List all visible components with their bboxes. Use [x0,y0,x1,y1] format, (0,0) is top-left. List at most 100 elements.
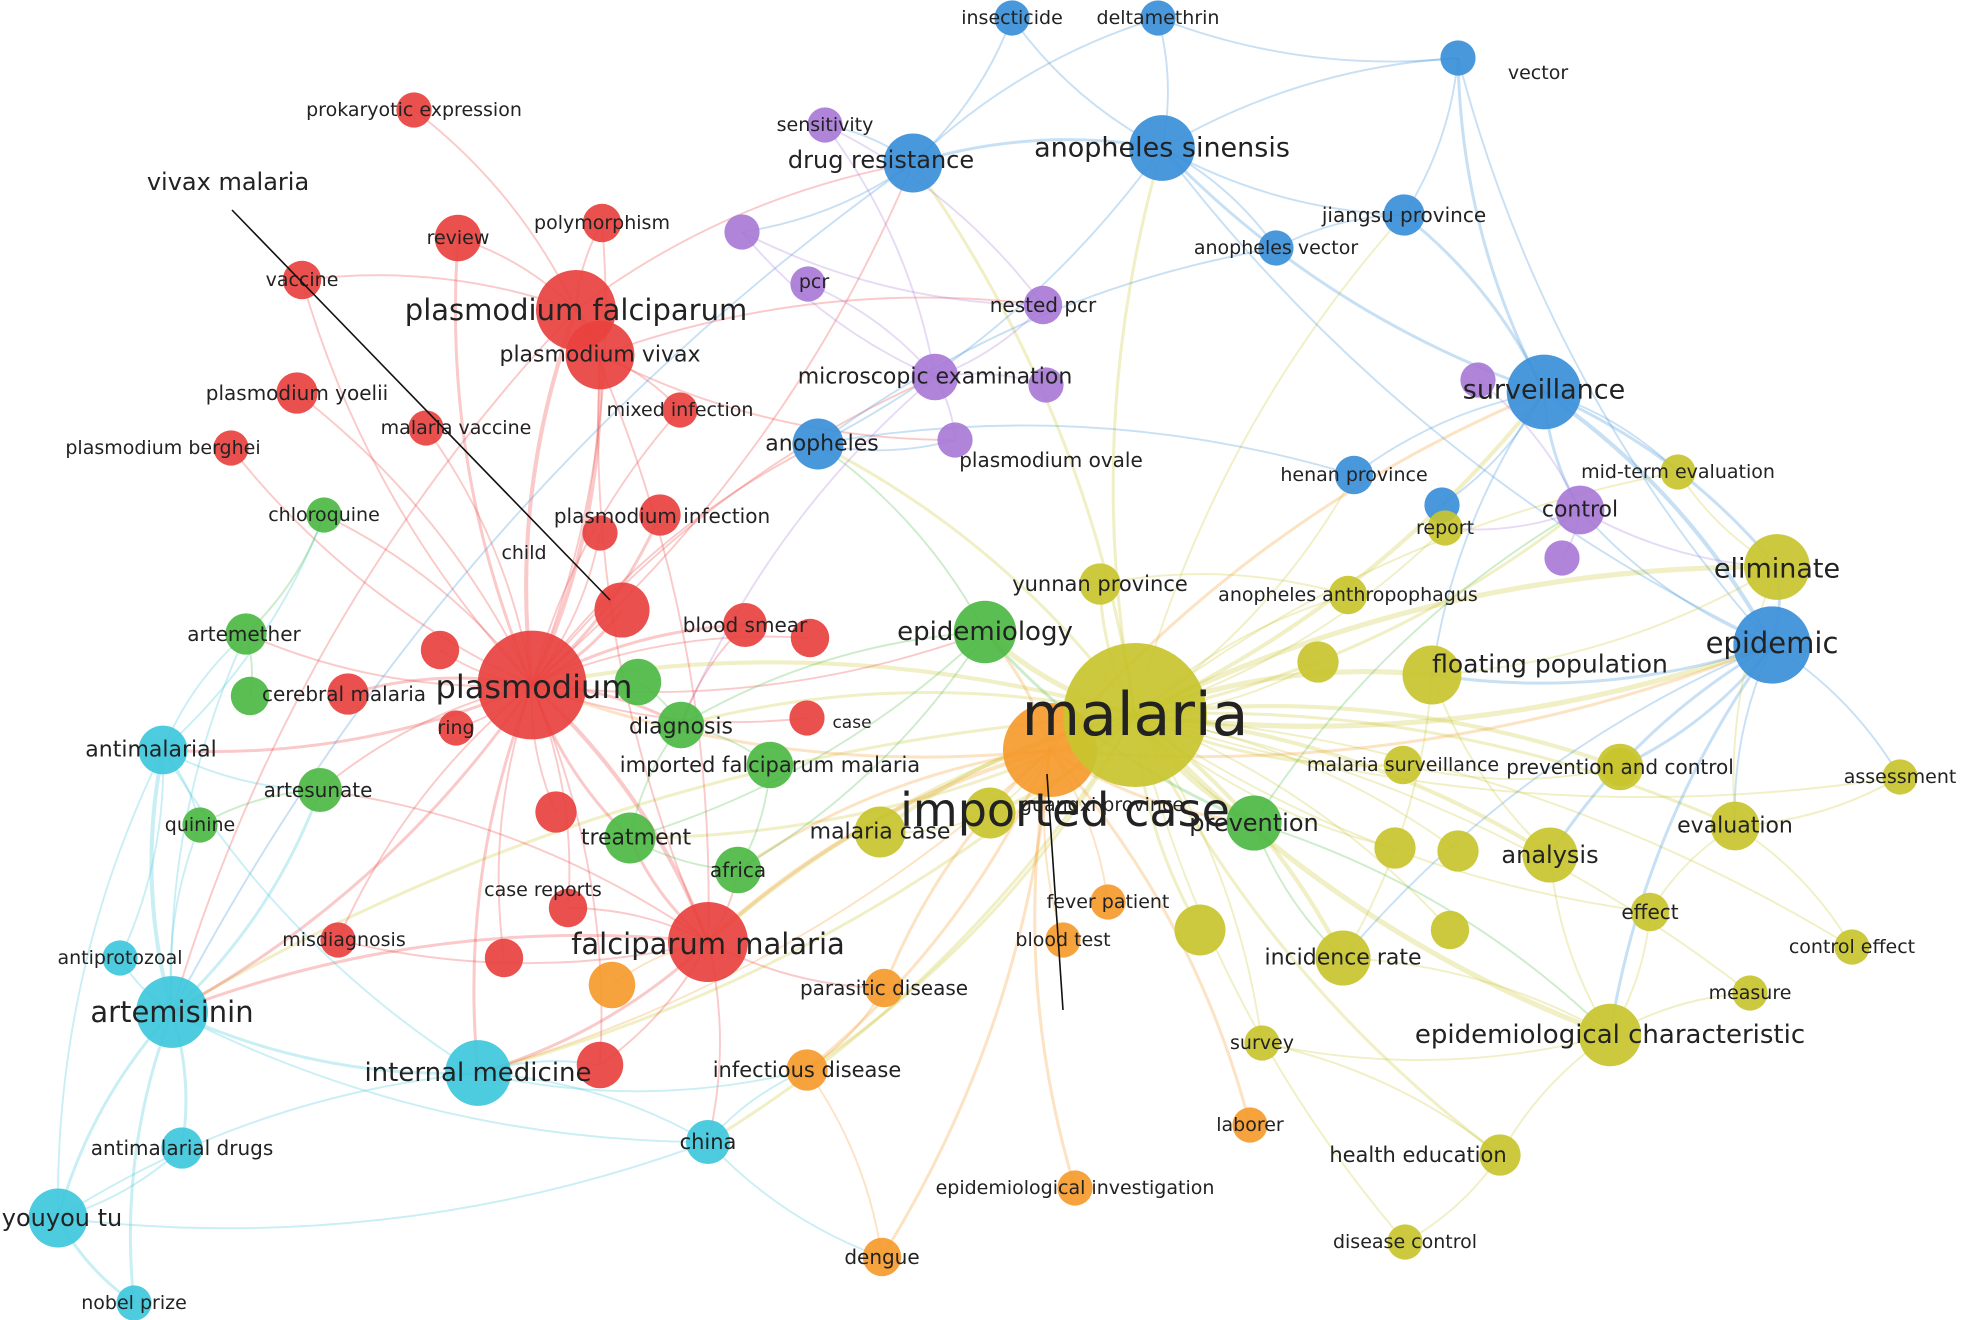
node-antimalarial[interactable] [138,725,188,775]
node-eliminate[interactable] [1744,534,1810,600]
node-disease-control[interactable] [1387,1224,1423,1260]
node-yellow-dot-4[interactable] [1374,827,1416,869]
node-antimalarial-drugs[interactable] [161,1127,203,1169]
node-plasmodium-falciparum[interactable] [536,270,616,350]
node-report[interactable] [1427,510,1463,546]
node-yellow-dot-5[interactable] [1430,910,1470,950]
node-vector[interactable] [1440,40,1476,76]
node-yellow-dot-2[interactable] [1297,641,1339,683]
node-orange-dot-1[interactable] [588,961,636,1009]
node-plasmodium-berghei[interactable] [213,430,249,466]
node-cerebral-malaria[interactable] [327,673,369,715]
node-fever-patient[interactable] [1090,884,1126,920]
node-health-education[interactable] [1479,1134,1521,1176]
node-effect[interactable] [1630,892,1670,932]
node-pcr[interactable] [724,214,760,250]
node-blood-test[interactable] [1045,922,1081,958]
node-laborer[interactable] [1232,1107,1268,1143]
node-red-dot-2[interactable] [535,791,577,833]
node-polymorphism[interactable] [582,203,622,243]
node-insecticide[interactable] [994,0,1030,36]
node-artesunate[interactable] [298,768,342,812]
node-drug-resistance[interactable] [883,133,943,193]
node-plasmodium-yoelii[interactable] [276,372,318,414]
node-youyou-tu[interactable] [28,1188,88,1248]
node-purple-dot-1[interactable] [790,266,826,302]
node-prevention-and-control[interactable] [1596,743,1644,791]
node-red-dot-4[interactable] [484,938,524,978]
node-case[interactable] [789,700,825,736]
node-anopheles-anthropophagus[interactable] [1328,575,1368,615]
node-ring[interactable] [438,710,474,746]
node-evaluation[interactable] [1710,801,1760,851]
node-assessment[interactable] [1882,759,1918,795]
node-survey[interactable] [1244,1025,1280,1061]
node-yellow-dot-1[interactable] [1174,904,1226,956]
node-anopheles-vector[interactable] [1258,230,1294,266]
node-imported-falciparum-malaria[interactable] [746,741,794,789]
node-purple-dot-3[interactable] [1460,362,1496,398]
node-sensitivity[interactable] [807,107,843,143]
node-guangxi-province[interactable] [964,787,1016,839]
node-internal-medicine[interactable] [445,1040,511,1106]
node-yellow-dot-3[interactable] [1437,830,1479,872]
node-falciparum-malaria[interactable] [668,902,748,982]
node-nobel-prize[interactable] [116,1285,152,1320]
node-dengue[interactable] [862,1237,902,1277]
node-red-dot-3[interactable] [576,1041,624,1089]
node-green-dot-1[interactable] [614,658,662,706]
node-henan-province[interactable] [1334,455,1374,495]
node-misdiagnosis[interactable] [320,922,356,958]
node-epidemiological-characteristic[interactable] [1578,1003,1642,1067]
node-treatment[interactable] [604,812,656,864]
node-china[interactable] [686,1120,730,1164]
node-floating-population[interactable] [1402,645,1462,705]
node-blood-smear[interactable] [723,603,767,647]
node-anopheles-sinensis[interactable] [1129,115,1195,181]
node-diagnosis[interactable] [657,701,705,749]
node-red-dot-5[interactable] [420,630,460,670]
node-mixed-infection[interactable] [662,392,698,428]
node-analysis[interactable] [1522,827,1578,883]
node-malaria-case[interactable] [854,806,906,858]
node-vaccine[interactable] [282,260,322,300]
node-jiangsu-province[interactable] [1383,194,1425,236]
node-malaria-surveillance[interactable] [1383,745,1423,785]
node-nested-pcr[interactable] [1023,285,1063,325]
node-chloroquine[interactable] [306,497,342,533]
node-artemisinin[interactable] [136,976,208,1048]
node-child[interactable] [582,515,618,551]
node-microscopic-examination[interactable] [911,353,959,401]
node-epidemiological-investigation[interactable] [1057,1170,1093,1206]
node-quinine[interactable] [182,807,218,843]
node-artemether[interactable] [225,613,267,655]
node-africa[interactable] [714,846,762,894]
node-control[interactable] [1555,485,1605,535]
node-mid-term-evaluation[interactable] [1660,454,1696,490]
node-case-reports[interactable] [548,888,588,928]
node-control-effect[interactable] [1834,929,1870,965]
node-plasmodium-infection[interactable] [639,494,681,536]
node-malaria[interactable] [1063,643,1207,787]
node-purple-dot-4[interactable] [1544,540,1580,576]
node-antiprotozoal[interactable] [102,940,138,976]
node-prevention[interactable] [1226,795,1282,851]
node-prokaryotic-expression[interactable] [396,92,432,128]
node-green-dot-2[interactable] [230,676,270,716]
node-yunnan-province[interactable] [1079,563,1121,605]
node-parasitic-disease[interactable] [864,968,904,1008]
node-vivax-malaria[interactable] [594,582,650,638]
node-epidemiology[interactable] [953,600,1017,664]
node-anopheles[interactable] [792,418,844,470]
node-deltamethrin[interactable] [1140,0,1176,36]
node-purple-dot-2[interactable] [1028,367,1064,403]
node-surveillance[interactable] [1506,354,1582,430]
node-review[interactable] [434,214,482,262]
node-epidemic[interactable] [1733,606,1811,684]
node-plasmodium[interactable] [477,630,587,740]
node-plasmodium-ovale[interactable] [937,422,973,458]
node-measure[interactable] [1732,975,1768,1011]
node-red-dot-1[interactable] [790,618,830,658]
node-infectious-disease[interactable] [786,1049,828,1091]
node-incidence-rate[interactable] [1315,930,1371,986]
